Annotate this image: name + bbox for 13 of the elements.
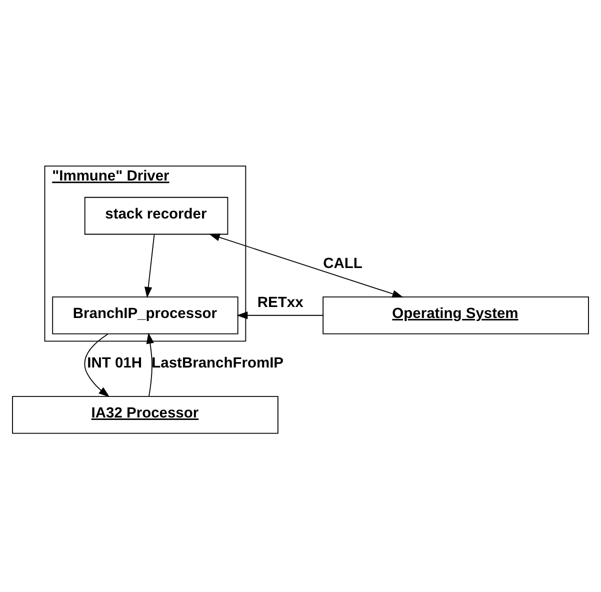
- node-box: Operating System: [322, 296, 589, 334]
- edge-label: INT 01H: [87, 356, 142, 372]
- edge-label: LastBranchFromIP: [152, 356, 284, 372]
- arrow: [146, 332, 154, 397]
- arrow: [236, 311, 324, 320]
- arrow: [84, 334, 110, 398]
- edge-label: RETxx: [257, 294, 304, 311]
- arrow: [144, 234, 155, 298]
- edge-label: CALL: [323, 256, 362, 272]
- node-box: BranchIP_processor: [52, 296, 238, 334]
- arrow: [208, 234, 404, 298]
- node-box: IA32 Processor: [12, 396, 278, 434]
- node-box: stack recorder: [84, 196, 228, 235]
